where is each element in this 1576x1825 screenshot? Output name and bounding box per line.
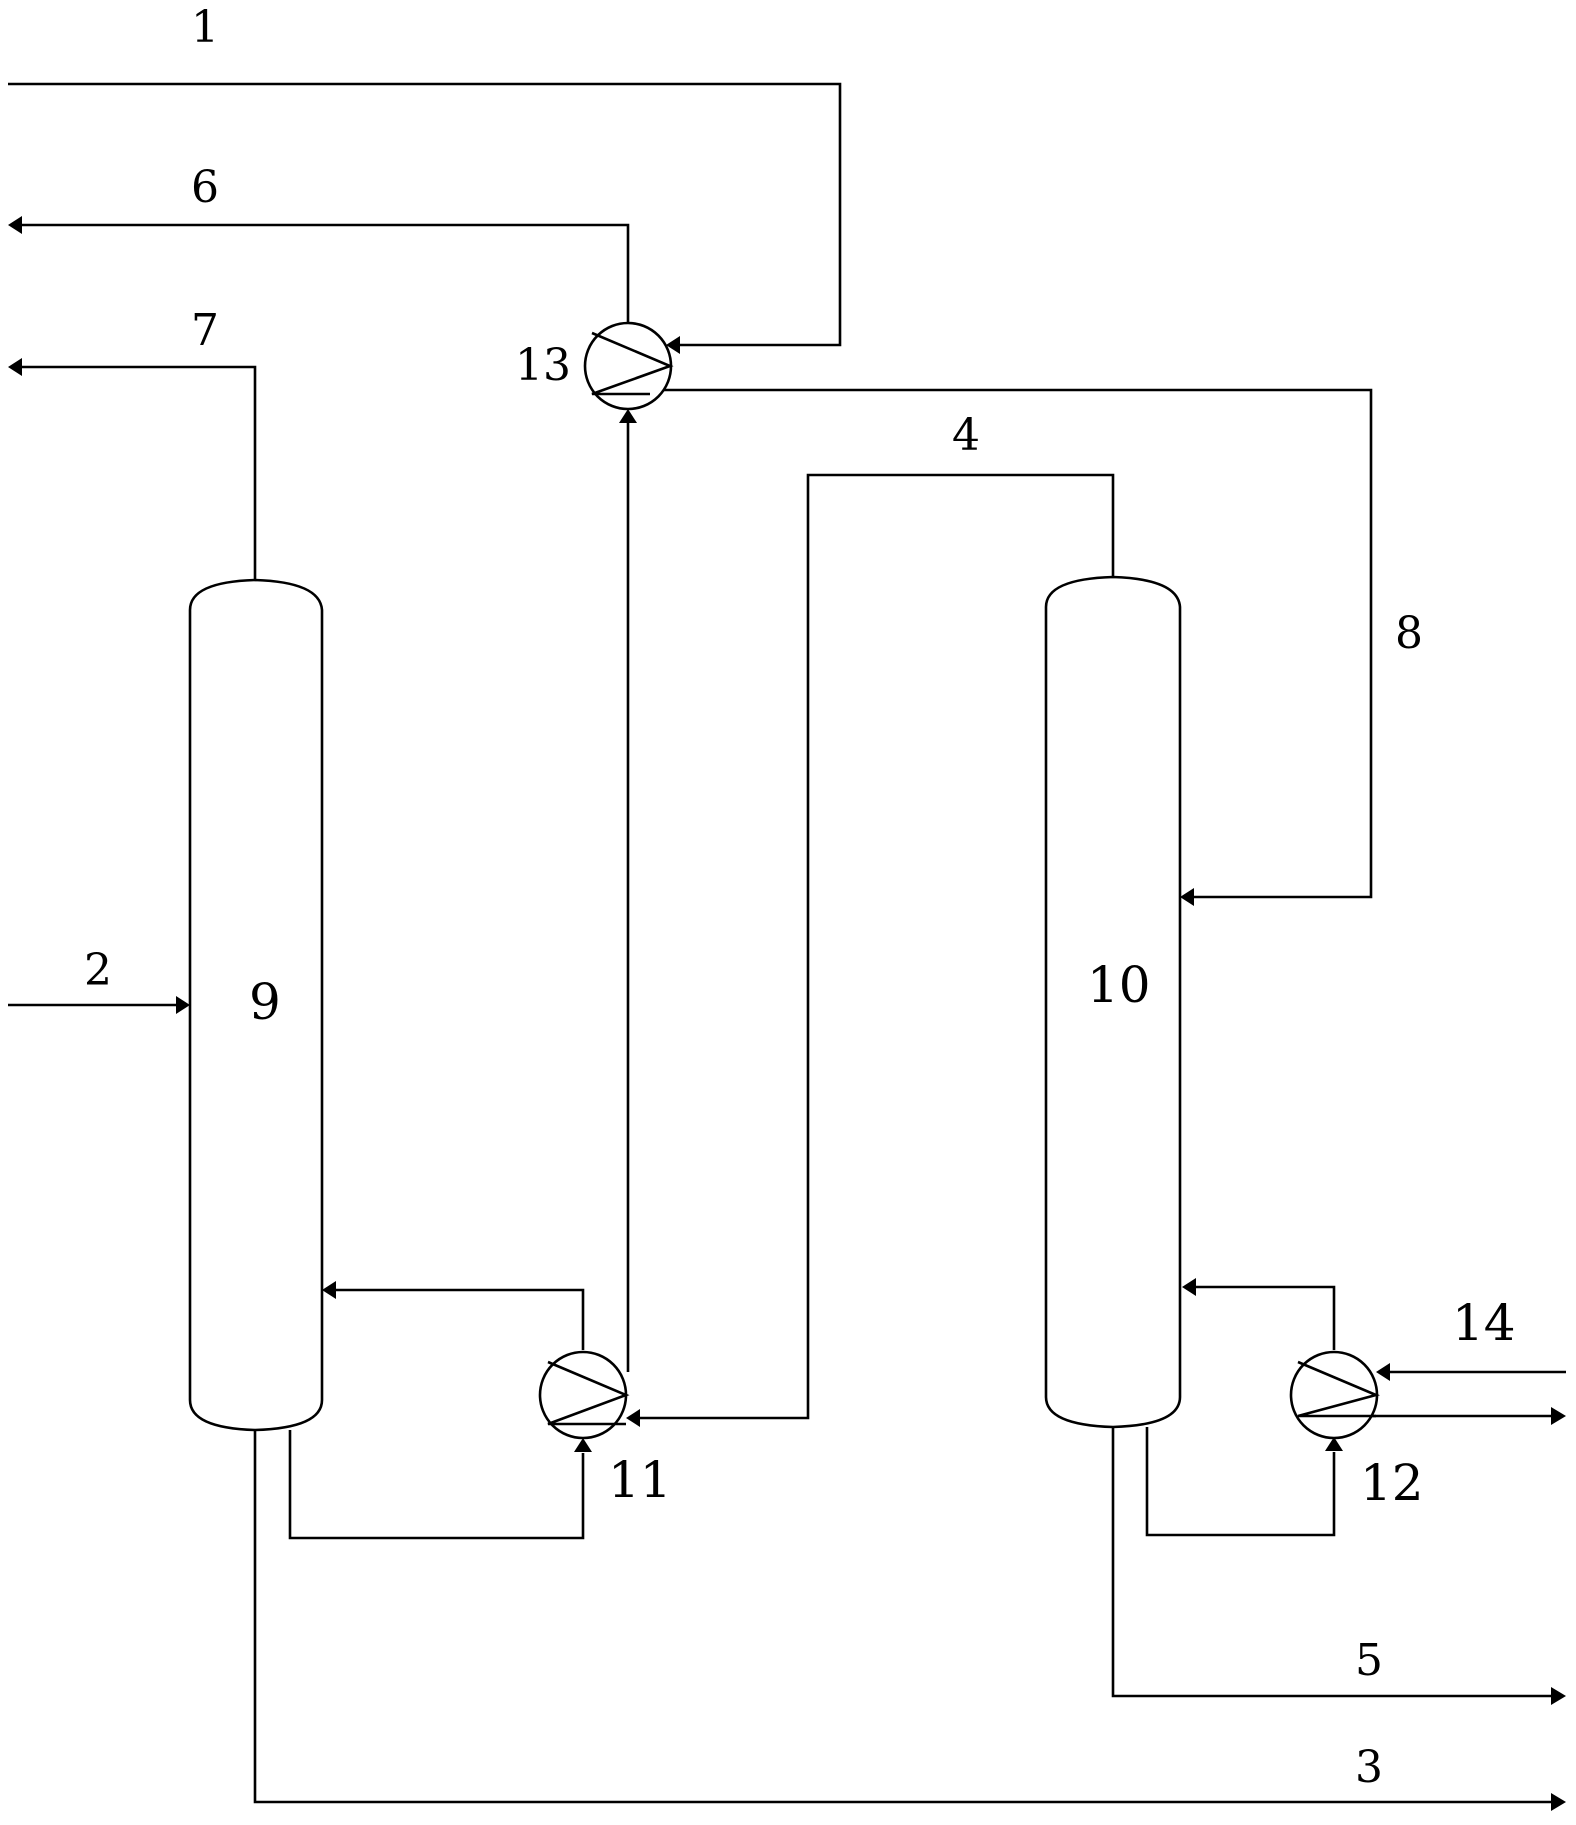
flow-arrow-icon (8, 216, 22, 234)
stream-label-1: 1 (191, 2, 219, 53)
flow-arrow-icon (1551, 1687, 1566, 1705)
distillation-column-icon (188, 578, 324, 1432)
flow-arrow-icon (1551, 1793, 1566, 1811)
stream-label-3: 3 (1355, 1742, 1383, 1793)
stream-label-6: 6 (191, 162, 219, 213)
stream-6 (8, 216, 630, 323)
stream-1 (8, 82, 842, 354)
stream-8 (650, 388, 1373, 906)
stream-14 (1356, 1363, 1566, 1425)
flow-arrow-icon (1180, 888, 1194, 906)
stream-5 (1111, 1427, 1566, 1705)
reboiler-12-loop (1145, 1278, 1343, 1537)
flow-arrow-icon (666, 336, 680, 354)
column-label-10: 10 (1087, 956, 1151, 1014)
flow-arrow-icon (574, 1438, 592, 1452)
flow-arrow-icon (626, 1409, 640, 1427)
distillation-column-icon (1044, 575, 1182, 1429)
stream-label-2: 2 (84, 945, 112, 996)
stream-3 (253, 1430, 1566, 1811)
column-label-9: 9 (249, 973, 281, 1031)
flow-arrow-icon (1376, 1363, 1390, 1381)
stream-4 (626, 473, 1115, 1427)
heat-exchanger-icon (538, 1350, 630, 1440)
flow-arrow-icon (1551, 1407, 1566, 1425)
stream-7 (8, 358, 257, 580)
flow-arrow-icon (8, 358, 22, 376)
stream-label-7: 7 (191, 305, 219, 356)
reboiler-11-loop (288, 1281, 592, 1540)
exchanger-label-13: 13 (515, 340, 571, 391)
flow-arrow-icon (1325, 1437, 1343, 1451)
reboiler-label-12: 12 (1360, 1454, 1424, 1512)
flow-arrow-icon (619, 409, 637, 423)
reboiler-label-11: 11 (608, 1451, 672, 1509)
flow-arrow-icon (176, 996, 190, 1014)
heat-exchanger-icon (1289, 1350, 1380, 1440)
stream-label-5: 5 (1355, 1635, 1383, 1686)
stream-vapor-11-to-13 (619, 409, 637, 1372)
stream-label-8: 8 (1395, 608, 1423, 659)
flow-arrow-icon (1182, 1278, 1196, 1296)
stream-2 (8, 996, 190, 1014)
flow-arrow-icon (322, 1281, 336, 1299)
stream-label-4: 4 (952, 410, 980, 461)
heat-exchanger-icon (583, 321, 674, 411)
stream-label-14: 14 (1452, 1294, 1516, 1352)
